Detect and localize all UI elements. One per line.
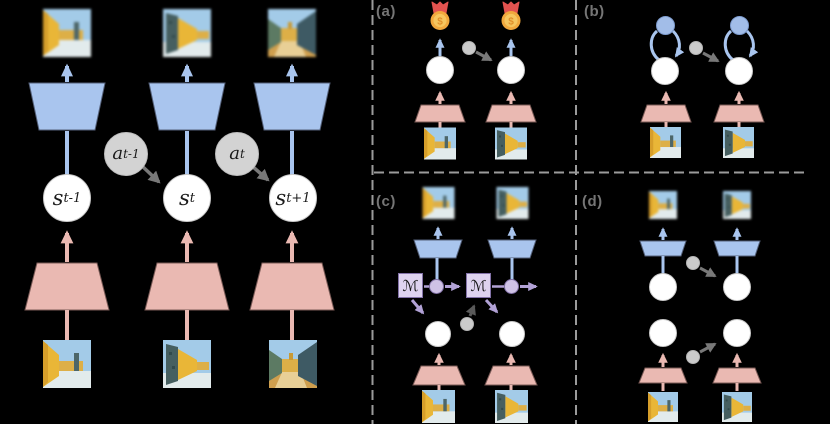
observation-image <box>495 127 527 160</box>
reconstruction-image <box>43 8 91 58</box>
reward-medal-icon: $ <box>501 1 521 30</box>
observation-image <box>43 340 91 388</box>
panel-separators <box>371 0 806 424</box>
encoder-trapezoids-c <box>412 365 538 386</box>
panel-d-graphics <box>638 227 762 391</box>
action-state-arrows <box>140 164 270 184</box>
observation-image <box>163 340 211 388</box>
decoder-output-arrows <box>61 63 298 82</box>
noise-arrow-a <box>475 50 493 62</box>
state-node <box>426 56 454 84</box>
encoder-trapezoids-b <box>640 104 765 123</box>
noise-arrows-d <box>699 266 717 354</box>
panel-label-d: (d) <box>582 193 603 210</box>
observation-image <box>422 390 455 423</box>
noise-node <box>462 41 476 55</box>
decoder-trapezoid <box>253 82 331 131</box>
observation-image <box>495 390 528 423</box>
coin-dollar-symbol: $ <box>508 17 514 28</box>
observation-image <box>647 392 679 422</box>
decoder-trapezoid <box>28 82 106 131</box>
encoder-trapezoid <box>249 262 335 311</box>
observation-image <box>269 340 317 388</box>
reconstruction-image <box>163 8 211 58</box>
state-node <box>649 319 677 347</box>
state-node <box>649 273 677 301</box>
noise-arrow-c <box>465 304 476 317</box>
state-node <box>651 57 679 85</box>
state-node <box>723 319 751 347</box>
panel-b-graphics <box>640 29 765 128</box>
decoder-arrows-d <box>658 227 742 274</box>
encoder-arrows-d <box>658 352 742 391</box>
left-panel-graphics <box>24 63 335 342</box>
noise-node <box>689 41 703 55</box>
reconstruction-image <box>496 187 529 219</box>
decoder-trapezoids-d <box>639 240 761 257</box>
observation-image <box>721 392 753 422</box>
encoder-trapezoids <box>24 262 335 311</box>
encoder-arrows-a <box>435 90 516 128</box>
belief-node <box>504 279 519 294</box>
panel-label-a: (a) <box>376 3 396 20</box>
noise-node <box>686 256 700 270</box>
reconstruction-image <box>721 191 753 219</box>
decoder-trapezoid <box>148 82 226 131</box>
noise-node <box>686 350 700 364</box>
observation-image <box>649 127 682 158</box>
state-node <box>497 56 525 84</box>
observation-image <box>424 127 456 160</box>
policy-action-node <box>656 16 675 35</box>
encoder-state-arrows <box>60 230 299 262</box>
belief-node <box>429 279 444 294</box>
encoder-trapezoids-d <box>638 367 762 384</box>
decoder-trapezoids-c <box>413 239 537 259</box>
panel-label-c: (c) <box>376 193 396 210</box>
state-node <box>725 57 753 85</box>
memory-chain-links <box>410 282 538 315</box>
panel-a-graphics <box>414 38 537 128</box>
reconstruction-image <box>422 187 455 219</box>
coin-dollar-symbol: $ <box>437 17 443 28</box>
encoder-trapezoids-a <box>414 104 537 123</box>
reward-arrows <box>435 38 516 56</box>
policy-action-node <box>730 16 749 35</box>
reconstruction-image <box>268 8 316 58</box>
reward-medal-icon: $ <box>430 1 450 30</box>
decoder-arrows-c <box>433 226 517 280</box>
encoder-trapezoid <box>24 262 110 311</box>
observation-image <box>722 127 755 158</box>
memory-module: ℳ <box>398 273 423 298</box>
panel-label-b: (b) <box>584 3 605 20</box>
reconstruction-image <box>647 191 679 219</box>
policy-loop-arrows <box>649 29 759 62</box>
encoder-trapezoid <box>144 262 230 311</box>
decoder-trapezoids <box>28 82 331 131</box>
panel-c-graphics <box>410 226 538 391</box>
state-node <box>499 321 525 347</box>
state-node <box>723 273 751 301</box>
noise-node <box>460 317 474 331</box>
memory-module: ℳ <box>466 273 491 298</box>
state-decoder-links <box>65 131 294 178</box>
state-node <box>425 321 451 347</box>
noise-arrow-b <box>702 51 720 63</box>
image-encoder-links <box>65 310 294 342</box>
